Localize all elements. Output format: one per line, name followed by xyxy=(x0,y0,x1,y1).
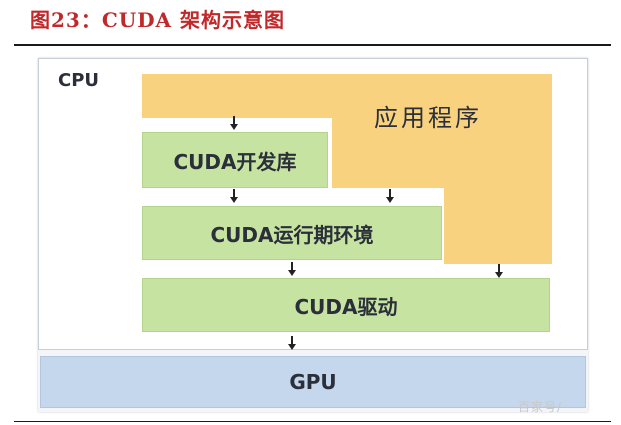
caption-rule xyxy=(14,44,611,46)
cpu-label: CPU xyxy=(58,70,100,91)
gpu-box: GPU xyxy=(40,356,586,408)
arrow-app-to-library xyxy=(229,116,239,130)
arrow-app-to-runtime xyxy=(385,189,395,203)
cuda-runtime-box: CUDA运行期环境 xyxy=(142,206,442,260)
application-label: 应用程序 xyxy=(374,104,482,132)
bottom-rule xyxy=(14,421,611,422)
arrow-driver-to-gpu xyxy=(287,336,297,350)
arrow-runtime-to-driver xyxy=(287,262,297,276)
watermark: 百家号/ xyxy=(518,400,563,414)
cuda-library-box: CUDA开发库 xyxy=(142,132,328,188)
cuda-driver-box: CUDA驱动 xyxy=(142,278,550,332)
arrow-app-to-driver xyxy=(494,264,504,278)
figure-caption: 图23：CUDA 架构示意图 xyxy=(30,8,286,32)
arrow-library-to-runtime xyxy=(229,189,239,203)
